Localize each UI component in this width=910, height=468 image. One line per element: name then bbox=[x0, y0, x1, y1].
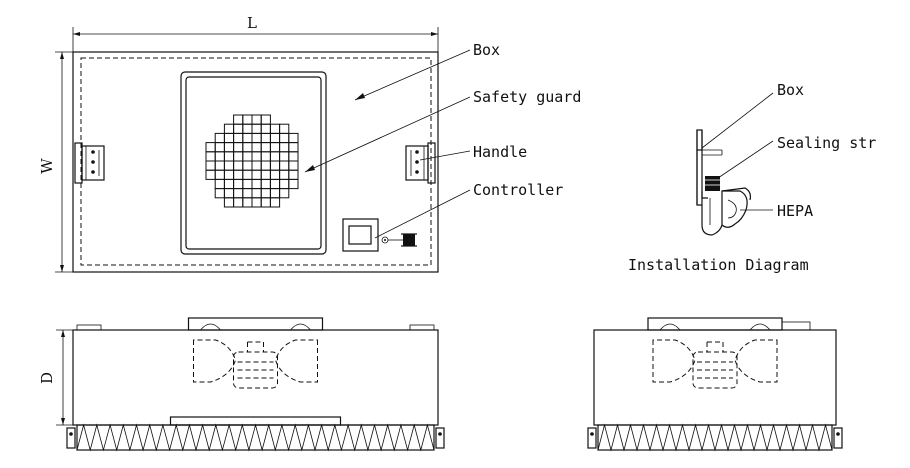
handle-left bbox=[74, 142, 105, 184]
handle-callout: Handle bbox=[473, 143, 527, 161]
side-view-left: D bbox=[38, 317, 445, 452]
box-outline bbox=[72, 51, 439, 273]
width-dimension: W bbox=[38, 51, 73, 273]
safety-guard-callout: Safety guard bbox=[473, 88, 581, 106]
width-label: W bbox=[38, 158, 56, 174]
installation-diagram-title: Installation Diagram bbox=[628, 256, 809, 274]
depth-label: D bbox=[38, 372, 56, 384]
controller bbox=[342, 218, 417, 252]
hepa-callout: HEPA bbox=[777, 202, 813, 220]
box-inner-dashed bbox=[80, 57, 432, 266]
top-view: L W bbox=[38, 14, 581, 273]
installation-box-callout: Box bbox=[777, 81, 804, 99]
side-view-body bbox=[587, 317, 843, 452]
depth-dimension: D bbox=[38, 329, 73, 426]
sealing-strip-callout: Sealing str bbox=[777, 134, 876, 152]
callout-leaders bbox=[304, 49, 471, 239]
installation-diagram: Box Sealing str HEPA Installation Diagra… bbox=[628, 81, 876, 274]
controller-callout: Controller bbox=[473, 181, 563, 199]
length-dimension: L bbox=[72, 14, 439, 52]
side-view-right bbox=[587, 317, 843, 452]
safety-guard bbox=[180, 71, 327, 255]
side-view-body bbox=[66, 317, 445, 452]
length-label: L bbox=[247, 14, 257, 32]
handle-right bbox=[405, 142, 436, 184]
fan-grille bbox=[205, 114, 299, 208]
box-callout: Box bbox=[473, 41, 500, 59]
